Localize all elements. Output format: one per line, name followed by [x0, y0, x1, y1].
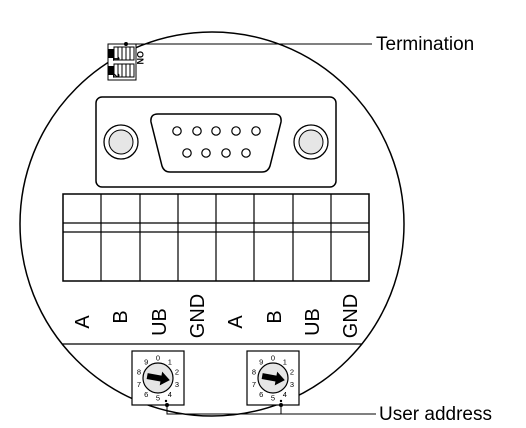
- terminal-label-3: UB: [149, 308, 171, 336]
- user-address-label: User address: [379, 404, 492, 425]
- dial-number-9: 9: [259, 357, 263, 366]
- dial-number-0: 0: [156, 354, 160, 363]
- dial-number-6: 6: [144, 390, 148, 399]
- terminal-block: [62, 193, 370, 282]
- dial-number-8: 8: [137, 367, 141, 376]
- dial-number-2: 2: [290, 367, 294, 376]
- dial-number-4: 4: [168, 390, 172, 399]
- dial-number-6: 6: [259, 390, 263, 399]
- dial-number-3: 3: [175, 380, 179, 389]
- dial-pointer-arrow: [261, 371, 285, 386]
- terminal-label-8: GND: [340, 294, 362, 338]
- termination-label: Termination: [376, 34, 474, 55]
- dial-index-dot: [164, 399, 168, 403]
- dial-number-5: 5: [156, 394, 160, 403]
- dsub9-connector: [95, 96, 337, 188]
- housing-outline: [19, 31, 405, 417]
- dip-position-2: 2: [111, 73, 121, 78]
- termination-dip-switch[interactable]: 1 2 ON: [107, 43, 145, 81]
- dial-number-9: 9: [144, 357, 148, 366]
- terminal-label-7: UB: [302, 308, 324, 336]
- dip-on-label: ON: [135, 51, 145, 65]
- terminal-label-1: A: [72, 315, 94, 329]
- terminal-label-2: B: [110, 310, 132, 323]
- dial-number-2: 2: [175, 367, 179, 376]
- dial-number-1: 1: [168, 357, 172, 366]
- terminal-label-6: B: [264, 310, 286, 323]
- dial-number-3: 3: [290, 380, 294, 389]
- terminal-label-4: GND: [187, 294, 209, 338]
- dip-position-1: 1: [111, 56, 121, 61]
- dial-number-5: 5: [271, 394, 275, 403]
- user-address-callout: User address: [165, 403, 492, 425]
- terminal-labels: A B UB GND A B UB GND: [72, 294, 362, 338]
- dial-number-4: 4: [283, 390, 287, 399]
- dial-number-0: 0: [271, 354, 275, 363]
- dial-number-1: 1: [283, 357, 287, 366]
- terminal-label-5: A: [225, 315, 247, 329]
- dial-index-dot: [279, 399, 283, 403]
- dial-number-7: 7: [137, 380, 141, 389]
- dial-number-8: 8: [252, 367, 256, 376]
- dial-number-7: 7: [252, 380, 256, 389]
- termination-callout: Termination: [124, 34, 474, 55]
- dial-pointer-arrow: [146, 371, 170, 386]
